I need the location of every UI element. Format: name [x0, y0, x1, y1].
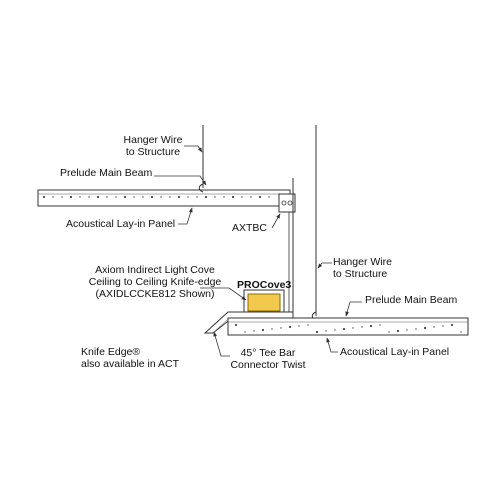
panel-speckle: [271, 328, 273, 330]
panel-speckle: [106, 196, 108, 198]
panel-speckle: [52, 196, 54, 198]
panel-speckle: [433, 326, 435, 328]
procove-light-fixture: [247, 293, 281, 312]
lower-acoustical-panel: [227, 317, 469, 336]
panel-speckle: [460, 331, 462, 333]
panel-speckle: [342, 327, 346, 331]
panel-speckle: [406, 329, 408, 331]
panel-speckle: [315, 330, 319, 334]
panel-speckle: [169, 196, 171, 198]
leader-hanger-wire-top: [184, 145, 203, 153]
panel-speckle: [280, 327, 282, 329]
label-tee-bar-twist: 45° Tee Bar Connector Twist: [230, 347, 306, 371]
leader-tee-bar-twist: [213, 331, 230, 357]
leader-prelude-right: [345, 301, 362, 317]
panel-speckle: [423, 326, 427, 330]
panel-texture: [234, 323, 462, 334]
panel-speckle: [268, 196, 270, 198]
panel-speckle: [258, 195, 262, 199]
panel-speckle: [204, 195, 208, 199]
panel-speckle: [241, 196, 243, 198]
panel-speckle: [223, 196, 225, 198]
leader-axtbc: [271, 213, 281, 229]
upper-wire-twist: [198, 183, 204, 193]
axtbc-connector: [278, 193, 296, 213]
panel-speckle: [334, 329, 336, 331]
panel-speckle: [115, 196, 117, 198]
label-acoustical-panel-top: Acoustical Lay-in Panel: [66, 218, 176, 230]
panel-speckle: [96, 195, 100, 199]
panel-speckle: [261, 328, 265, 332]
panel-speckle: [250, 196, 252, 198]
upper-acoustical-panel: [37, 189, 291, 207]
panel-speckle: [307, 324, 309, 326]
panel-speckle: [396, 329, 400, 333]
panel-speckle: [234, 323, 238, 327]
panel-speckle: [298, 325, 300, 327]
panel-speckle: [88, 196, 90, 198]
label-axtbc: AXTBC: [232, 222, 268, 234]
panel-speckle: [361, 326, 363, 328]
panel-speckle: [150, 195, 154, 199]
panel-speckle: [133, 196, 135, 198]
leader-axiom-cove: [200, 287, 247, 301]
panel-speckle: [79, 196, 81, 198]
panel-texture: [42, 195, 270, 199]
panel-speckle: [61, 196, 63, 198]
panel-speckle: [388, 331, 390, 333]
label-hanger-wire-top: Hanger Wire to Structure: [123, 134, 183, 158]
panel-speckle: [231, 195, 235, 199]
panel-speckle: [187, 196, 189, 198]
panel-speckle: [352, 327, 354, 329]
label-prelude-main-beam-right: Prelude Main Beam: [365, 294, 458, 306]
panel-speckle: [253, 330, 255, 332]
panel-speckle: [450, 323, 454, 327]
label-axiom-cove: Axiom Indirect Light Cove Ceiling to Cei…: [88, 264, 222, 300]
panel-speckle: [214, 196, 216, 198]
panel-speckle: [379, 324, 381, 326]
label-prelude-main-beam-top: Prelude Main Beam: [60, 167, 153, 179]
panel-speckle: [325, 330, 327, 332]
leader-acoustical-top: [178, 207, 193, 225]
label-knife-edge-note: Knife Edge® also available in ACT: [81, 346, 180, 370]
leader-acoustical-right: [326, 337, 338, 353]
panel-speckle: [160, 196, 162, 198]
leader-prelude-top: [154, 175, 207, 186]
panel-speckle: [288, 325, 292, 329]
label-hanger-wire-right: Hanger Wire to Structure: [333, 256, 392, 280]
panel-speckle: [123, 195, 127, 199]
panel-speckle: [69, 195, 73, 199]
panel-speckle: [142, 196, 144, 198]
panel-speckle: [196, 196, 198, 198]
panel-speckle: [42, 195, 46, 199]
panel-speckle: [369, 324, 373, 328]
panel-speckle: [442, 325, 444, 327]
label-procove3: PROCove3: [237, 279, 292, 291]
panel-speckle: [244, 331, 246, 333]
panel-speckle: [415, 328, 417, 330]
leader-hanger-wire-right: [317, 262, 332, 269]
label-acoustical-panel-right: Acoustical Lay-in Panel: [340, 346, 450, 358]
panel-speckle: [177, 195, 181, 199]
